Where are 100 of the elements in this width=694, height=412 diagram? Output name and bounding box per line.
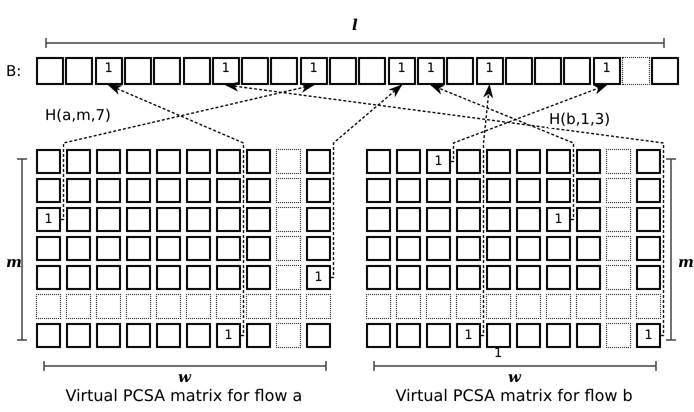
empty-cell <box>186 207 211 232</box>
bit-cell: 1 <box>216 323 241 348</box>
bit-cell: 1 <box>36 207 61 232</box>
empty-cell <box>246 323 271 348</box>
empty-cell <box>366 236 391 261</box>
empty-cell <box>96 178 121 203</box>
empty-cell <box>486 323 511 348</box>
empty-cell <box>546 236 571 261</box>
empty-cell <box>186 149 211 174</box>
empty-cell <box>156 236 181 261</box>
empty-cell <box>504 57 533 85</box>
arrow <box>430 84 574 220</box>
empty-cell <box>306 207 331 232</box>
empty-cell <box>516 149 541 174</box>
empty-cell <box>446 57 474 85</box>
empty-cell <box>36 265 61 290</box>
empty-cell <box>516 323 541 348</box>
empty-cell <box>156 207 181 232</box>
empty-cell <box>546 149 571 174</box>
dimension-label: m <box>6 253 22 271</box>
empty-cell <box>456 265 481 290</box>
bit-cell: 1 <box>416 57 445 85</box>
empty-cell <box>36 57 64 85</box>
empty-cell <box>186 236 211 261</box>
empty-cell <box>366 265 391 290</box>
arrow <box>451 84 608 162</box>
empty-cell <box>306 323 331 348</box>
arrow <box>108 84 244 336</box>
empty-cell <box>96 323 121 348</box>
empty-cell <box>126 149 151 174</box>
empty-cell <box>126 323 151 348</box>
empty-cell <box>96 236 121 261</box>
edge-label: H(b,1,3) <box>548 110 612 128</box>
empty-cell <box>66 323 91 348</box>
empty-cell <box>246 207 271 232</box>
empty-cell <box>426 178 451 203</box>
empty-cell <box>456 178 481 203</box>
empty-cell <box>366 178 391 203</box>
empty-cell <box>306 178 331 203</box>
empty-cell <box>156 265 181 290</box>
empty-cell <box>66 149 91 174</box>
empty-cell <box>636 178 661 203</box>
empty-cell <box>270 57 298 85</box>
empty-cell <box>216 265 241 290</box>
arrow <box>480 84 494 336</box>
empty-cell <box>66 236 91 261</box>
empty-cell <box>124 57 152 85</box>
empty-cell <box>216 149 241 174</box>
empty-cell <box>636 265 661 290</box>
empty-cell <box>306 149 331 174</box>
empty-cell <box>534 57 562 85</box>
empty-cell <box>329 57 357 85</box>
empty-cell <box>66 207 91 232</box>
empty-cell <box>456 236 481 261</box>
empty-cell <box>636 207 661 232</box>
empty-cell <box>36 149 61 174</box>
empty-cell <box>156 149 181 174</box>
matrix-caption: Virtual PCSA matrix for flow a <box>66 386 302 405</box>
dimension-label: l <box>352 16 358 34</box>
bit-cell: 1 <box>212 57 240 85</box>
empty-cell <box>576 207 601 232</box>
bit-cell: 1 <box>546 207 571 232</box>
dimension-label: m <box>678 253 694 271</box>
empty-cell <box>246 236 271 261</box>
empty-cell <box>182 57 210 85</box>
empty-cell <box>126 207 151 232</box>
bit-cell: 1 <box>426 149 451 174</box>
empty-cell <box>396 207 421 232</box>
bit-cell: 1 <box>306 265 331 290</box>
empty-cell <box>186 178 211 203</box>
empty-cell <box>246 265 271 290</box>
arrow <box>331 84 402 278</box>
empty-cell <box>546 323 571 348</box>
empty-cell <box>396 323 421 348</box>
empty-cell <box>216 178 241 203</box>
empty-cell <box>186 323 211 348</box>
dimension-label: w <box>508 368 521 386</box>
dimension-label: w <box>178 368 191 386</box>
bit-cell: 1 <box>456 323 481 348</box>
empty-cell <box>366 149 391 174</box>
empty-cell <box>396 178 421 203</box>
empty-cell <box>576 178 601 203</box>
empty-cell <box>516 178 541 203</box>
bit-cell: 1 <box>300 57 328 85</box>
empty-cell <box>241 57 270 85</box>
bit-cell: 1 <box>388 57 416 85</box>
bit-cell: 1 <box>476 57 504 85</box>
empty-cell <box>456 149 481 174</box>
bit-cell: 1 <box>592 57 621 85</box>
empty-cell <box>576 236 601 261</box>
empty-cell <box>636 149 661 174</box>
empty-cell <box>546 265 571 290</box>
bit-cell: 1 <box>94 57 123 85</box>
empty-cell <box>546 178 571 203</box>
empty-cell <box>246 149 271 174</box>
empty-cell <box>156 178 181 203</box>
arrow <box>224 82 664 336</box>
empty-cell <box>426 265 451 290</box>
empty-cell <box>66 265 91 290</box>
empty-cell <box>126 178 151 203</box>
